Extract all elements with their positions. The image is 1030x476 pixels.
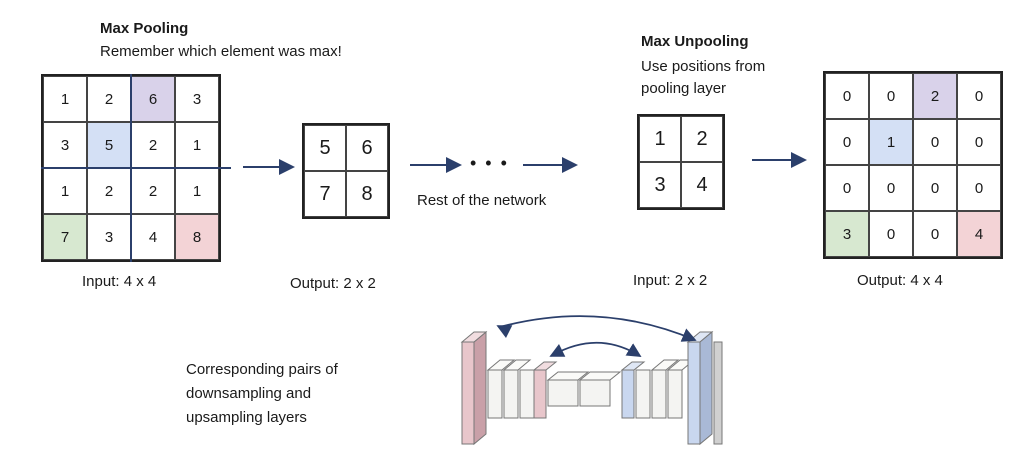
- pooling-input-cell: 7: [43, 214, 87, 260]
- max-unpooling-title: Max Unpooling: [641, 33, 749, 50]
- max-pooling-subtitle: Remember which element was max!: [100, 43, 342, 60]
- bottom-caption-line-3: upsampling layers: [186, 409, 307, 426]
- pooling-input-cell: 1: [43, 76, 87, 122]
- pooling-input-cell: 3: [175, 76, 219, 122]
- unpooling-output-cell: 0: [869, 165, 913, 211]
- unet-schematic: [460, 330, 723, 446]
- unpooling-output-caption: Output: 4 x 4: [857, 272, 943, 289]
- pooling-output-caption: Output: 2 x 2: [290, 275, 376, 292]
- unpooling-output-cell: 0: [825, 165, 869, 211]
- max-unpooling-subtitle-line-1: Use positions from: [641, 58, 766, 75]
- rest-of-network-label: Rest of the network: [417, 192, 547, 209]
- pooling-region-divider-vertical: [130, 74, 132, 262]
- pooling-input-caption: Input: 4 x 4: [82, 273, 157, 290]
- pooling-output-cell: 6: [346, 125, 388, 171]
- ellipsis-dots: • • •: [470, 153, 509, 173]
- unpooling-output-cell: 0: [957, 73, 1001, 119]
- bottom-caption-line-2: downsampling and: [186, 385, 312, 402]
- unpooling-input-caption: Input: 2 x 2: [633, 272, 708, 289]
- pooling-input-cell: 8: [175, 214, 219, 260]
- pooling-output-cell: 8: [346, 171, 388, 217]
- unpooling-output-cell: 0: [913, 211, 957, 257]
- unpooling-input-cell: 1: [639, 116, 681, 162]
- pooling-output-cell: 7: [304, 171, 346, 217]
- skip-arc-outer: [499, 315, 697, 342]
- max-pooling-title: Max Pooling: [100, 20, 189, 37]
- pooling-region-divider-horizontal: [41, 167, 231, 169]
- pooling-output-cell: 5: [304, 125, 346, 171]
- unpooling-output-cell: 0: [913, 119, 957, 165]
- pooling-input-cell: 6: [131, 76, 175, 122]
- unpooling-output-cell: 0: [913, 165, 957, 211]
- unpooling-input-cell: 3: [639, 162, 681, 208]
- unpooling-input-cell: 4: [681, 162, 723, 208]
- unpooling-output-cell: 0: [957, 165, 1001, 211]
- unpooling-output-cell: 4: [957, 211, 1001, 257]
- unpooling-output-cell: 3: [825, 211, 869, 257]
- unpooling-output-cell: 0: [869, 211, 913, 257]
- unpooling-output-cell: 1: [869, 119, 913, 165]
- unpooling-output-cell: 2: [913, 73, 957, 119]
- unpooling-output-cell: 0: [869, 73, 913, 119]
- unpooling-input-cell: 2: [681, 116, 723, 162]
- unpooling-output-cell: 0: [957, 119, 1001, 165]
- unpooling-output-cell: 0: [825, 119, 869, 165]
- unpooling-output-cell: 0: [825, 73, 869, 119]
- skip-arc-inner: [552, 341, 642, 357]
- max-unpooling-subtitle-line-2: pooling layer: [641, 80, 727, 97]
- bottom-caption-line-1: Corresponding pairs of: [186, 361, 338, 378]
